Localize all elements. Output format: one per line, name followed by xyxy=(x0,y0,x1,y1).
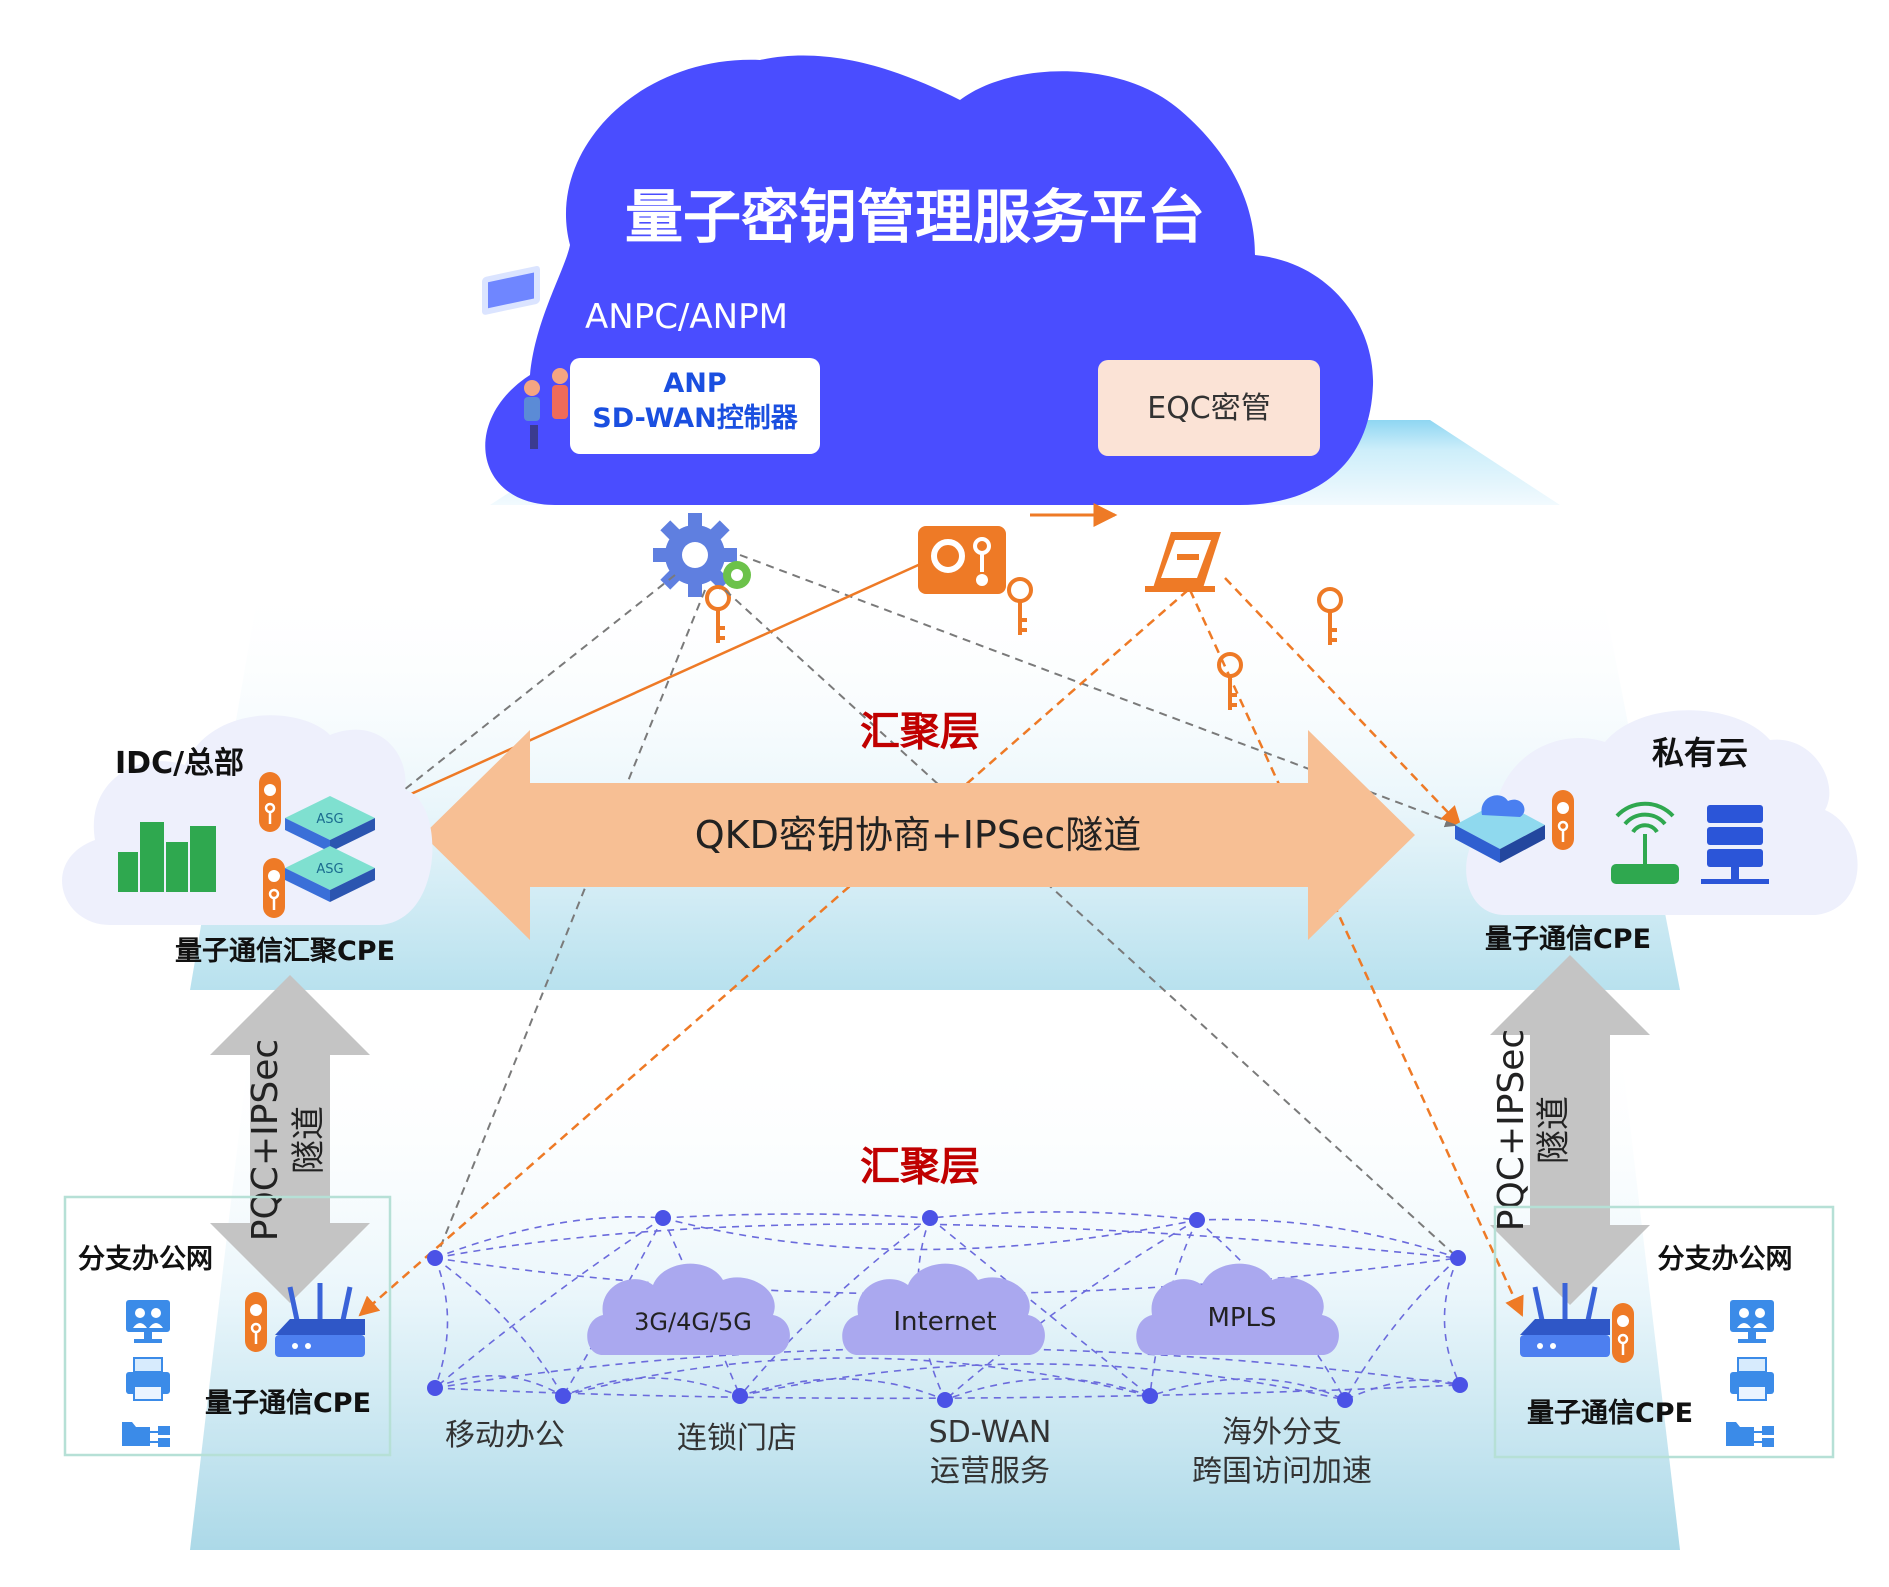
branch-right-title: 分支办公网 xyxy=(1658,1244,1793,1275)
branch-office-right-box xyxy=(1493,1205,1835,1459)
branch-office-left-box xyxy=(63,1195,392,1457)
label-sdwan-line1: SD-WAN xyxy=(929,1415,1052,1450)
document-device-icon xyxy=(1145,532,1221,592)
label-sdwan-line2: 运营服务 xyxy=(930,1454,1050,1489)
key-management-icon xyxy=(918,526,1006,594)
asg-device-icon: ASG xyxy=(285,796,375,852)
eqc-label: EQC密管 xyxy=(1147,391,1271,426)
monitor-icon xyxy=(126,1300,170,1343)
right-pqc-ipsec-arrow xyxy=(1490,955,1650,1305)
mesh-node xyxy=(1142,1388,1158,1404)
printer-icon xyxy=(1729,1357,1775,1401)
branch-left-title: 分支办公网 xyxy=(78,1244,213,1275)
printer-icon xyxy=(125,1357,171,1401)
mesh-node xyxy=(655,1210,671,1226)
cloud-label-cellular: 3G/4G/5G xyxy=(634,1308,752,1336)
left-arrow-label-line2: 隧道 xyxy=(289,1106,329,1174)
left-pqc-ipsec-arrow xyxy=(210,975,370,1303)
svg-text:ASG: ASG xyxy=(316,862,343,877)
svg-text:ASG: ASG xyxy=(316,812,343,827)
quantum-tag-icon xyxy=(243,1290,269,1354)
file-share-icon xyxy=(1725,1421,1775,1448)
controller-label-line1: ANP xyxy=(663,368,726,399)
asg-device-icon: ASG xyxy=(285,846,375,902)
gear-icon xyxy=(653,513,751,597)
quantum-tag-icon xyxy=(1550,788,1576,852)
grey-control-links xyxy=(383,554,1460,1259)
branch-right-device-label: 量子通信CPE xyxy=(1527,1398,1693,1429)
right-arrow-label-line2: 隧道 xyxy=(1534,1096,1574,1164)
cloud-label-mpls: MPLS xyxy=(1207,1303,1276,1333)
network-cloud-cellular xyxy=(587,1263,790,1355)
mesh-node xyxy=(937,1392,953,1408)
quantum-tag-icon xyxy=(1610,1301,1636,1365)
cloud-server-icon xyxy=(1455,795,1545,863)
left-arrow-label-line1: PQC+IPSec xyxy=(245,1039,286,1241)
network-cloud-mpls xyxy=(1136,1263,1339,1355)
operator-illustration-icon xyxy=(482,265,568,449)
mesh-node xyxy=(1189,1212,1205,1228)
sdwan-controller-box[interactable] xyxy=(570,358,820,454)
mesh-node xyxy=(555,1388,571,1404)
network-cloud-internet xyxy=(842,1263,1045,1355)
quantum-tag-icon xyxy=(261,856,287,920)
private-cloud-device-label: 量子通信CPE xyxy=(1485,924,1651,955)
cloud-label-internet: Internet xyxy=(893,1307,996,1337)
mesh-node xyxy=(732,1388,748,1404)
mesh-node xyxy=(427,1250,443,1266)
right-arrow-label-line1: PQC+IPSec xyxy=(1491,1029,1532,1231)
branch-left-device-label: 量子通信CPE xyxy=(205,1388,371,1419)
mesh-node xyxy=(1450,1250,1466,1266)
wifi-router-icon xyxy=(1611,801,1679,884)
label-overseas-line2: 跨国访问加速 xyxy=(1192,1454,1372,1489)
idc-title: IDC/总部 xyxy=(115,746,244,781)
server-rack-icon xyxy=(1701,805,1769,884)
label-mobile-office: 移动办公 xyxy=(445,1418,565,1453)
aggregation-layer-label-upper: 汇聚层 xyxy=(860,709,980,755)
monitor-icon xyxy=(1730,1300,1774,1343)
platform-subtitle: ANPC/ANPM xyxy=(585,297,788,337)
file-share-icon xyxy=(121,1421,171,1448)
label-chain-store: 连锁门店 xyxy=(677,1421,797,1456)
mesh-nodes xyxy=(427,1210,1468,1408)
eqc-key-manager-box[interactable] xyxy=(1098,360,1320,456)
aggregation-layer-label-lower: 汇聚层 xyxy=(860,1144,980,1190)
mesh-node xyxy=(1452,1377,1468,1393)
qkd-ipsec-label: QKD密钥协商+IPSec隧道 xyxy=(695,813,1141,857)
mesh-node xyxy=(922,1210,938,1226)
mesh-node xyxy=(427,1380,443,1396)
building-icon xyxy=(118,822,216,892)
qkd-ipsec-double-arrow xyxy=(423,730,1415,940)
platform-title: 量子密钥管理服务平台 xyxy=(625,183,1205,251)
label-overseas-line1: 海外分支 xyxy=(1222,1415,1342,1450)
idc-device-label: 量子通信汇聚CPE xyxy=(175,936,395,967)
controller-label-line2: SD-WAN控制器 xyxy=(592,403,798,434)
private-cloud-title: 私有云 xyxy=(1652,734,1748,772)
quantum-tag-icon xyxy=(257,770,283,834)
mesh-node xyxy=(1337,1392,1353,1408)
orange-key-links xyxy=(358,560,1524,1317)
